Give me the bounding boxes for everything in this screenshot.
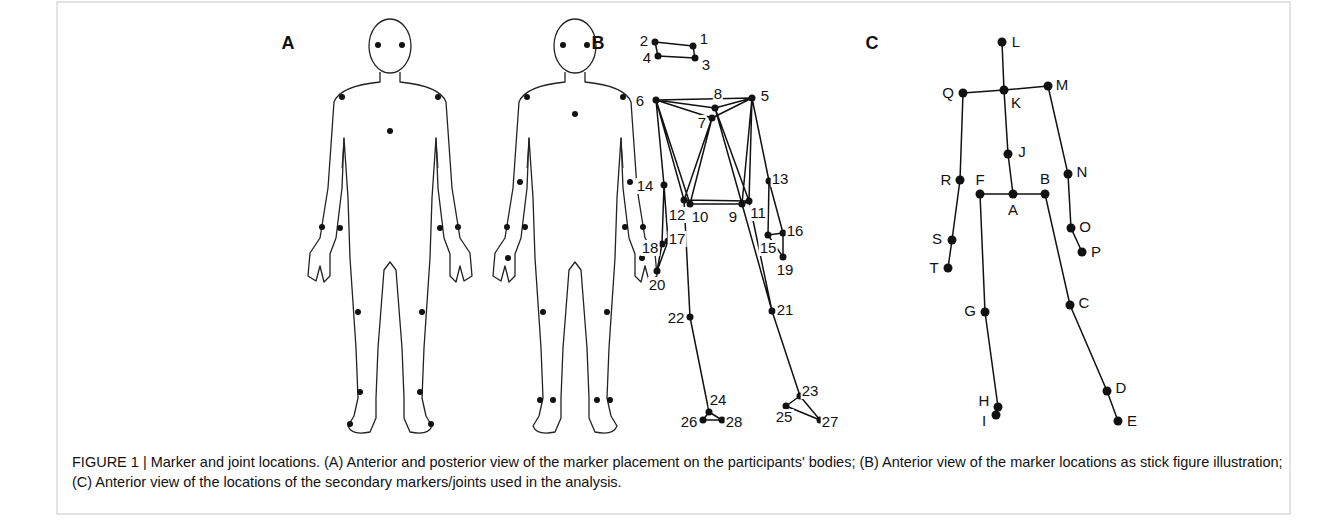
marker-number: 9: [728, 209, 738, 225]
joint-letter: M: [1055, 77, 1070, 93]
joint-letter: R: [940, 172, 953, 188]
joint-letter: T: [928, 260, 939, 276]
joint-letter: D: [1115, 380, 1128, 396]
joint-letter: L: [1011, 34, 1021, 50]
joint-letter: O: [1078, 219, 1092, 235]
joint-letter: Q: [941, 85, 955, 101]
marker-number: 7: [697, 115, 707, 131]
joint-letter: H: [978, 393, 991, 409]
joint-letter: F: [974, 172, 985, 188]
marker-number: 4: [642, 50, 652, 66]
marker-number: 10: [691, 209, 710, 225]
joint-letter: N: [1076, 164, 1089, 180]
marker-number: 3: [701, 57, 711, 73]
joint-letter: I: [981, 413, 987, 429]
marker-number: 2: [639, 33, 649, 49]
joint-letter: P: [1090, 244, 1102, 260]
joint-letter: K: [1010, 95, 1022, 111]
marker-number: 15: [759, 240, 778, 256]
marker-number: 6: [635, 93, 645, 109]
marker-number: 27: [821, 414, 840, 430]
marker-number: 12: [668, 207, 687, 223]
marker-number: 28: [725, 414, 744, 430]
marker-number: 22: [667, 310, 686, 326]
marker-number: 26: [680, 414, 699, 430]
panel-letter: A: [281, 33, 296, 53]
joint-letter: C: [1078, 295, 1091, 311]
panel-letter: C: [865, 33, 880, 53]
marker-number: 16: [786, 223, 805, 239]
joint-letter: J: [1017, 144, 1027, 160]
marker-number: 18: [641, 240, 660, 256]
marker-number: 21: [776, 302, 795, 318]
marker-number: 25: [775, 409, 794, 425]
panel-letter: B: [591, 33, 606, 53]
joint-letter: B: [1039, 171, 1051, 187]
marker-number: 19: [776, 262, 795, 278]
marker-number: 23: [801, 383, 820, 399]
joint-letter: S: [931, 231, 943, 247]
marker-number: 8: [713, 86, 723, 102]
marker-number: 11: [749, 205, 767, 221]
marker-number: 20: [648, 277, 667, 293]
marker-number: 14: [636, 178, 655, 194]
marker-number: 5: [760, 88, 770, 104]
figure-caption: FIGURE 1 | Marker and joint locations. (…: [72, 452, 1284, 492]
marker-number: 1: [699, 31, 709, 47]
marker-number: 24: [709, 392, 728, 408]
joint-letter: G: [963, 303, 977, 319]
joint-letter: A: [1007, 202, 1019, 218]
joint-letter: E: [1126, 413, 1138, 429]
marker-number: 17: [668, 231, 687, 247]
marker-number: 13: [771, 171, 790, 187]
